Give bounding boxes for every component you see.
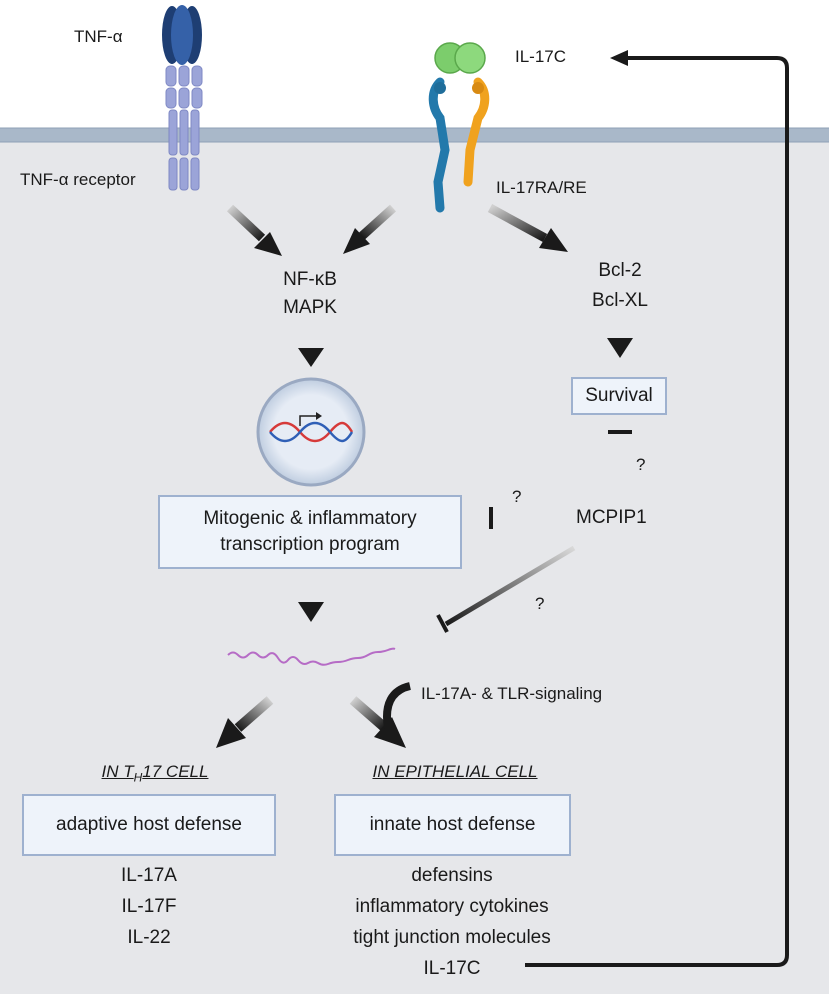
list-item: IL-17C: [423, 958, 481, 979]
bclxl-text: Bcl-XL: [592, 290, 648, 311]
arrow-mrna-to-epithelial: [349, 696, 406, 748]
mapk-text: MAPK: [283, 297, 337, 318]
epithelial-products-list: defensins inflammatory cytokines tight j…: [312, 860, 592, 984]
arrow-mrna-to-th17: [216, 696, 274, 748]
nucleus-icon: [256, 377, 366, 487]
cell-membrane: [0, 128, 829, 142]
tnf-receptor-label: TNF-α receptor: [20, 170, 136, 189]
arrow-il17a-tlr-signaling: [383, 682, 412, 729]
arrow-nfkb-to-nucleus: [298, 325, 324, 367]
th17-products-list: IL-17A IL-17F IL-22: [74, 860, 224, 953]
list-item: IL-17F: [121, 896, 177, 917]
list-item: tight junction molecules: [353, 927, 551, 948]
transcription-program-box: Mitogenic & inflammatory transcription p…: [158, 495, 462, 569]
arrow-transcription-to-mrna: [298, 580, 324, 622]
epithelial-cell-header: IN EPITHELIAL CELL: [372, 762, 538, 781]
tnf-alpha-ligand-icon: [162, 5, 202, 65]
question-survival: ?: [636, 455, 646, 474]
list-item: defensins: [411, 865, 493, 886]
adaptive-host-defense-box: adaptive host defense: [22, 794, 276, 856]
inhibition-mcpip1-to-survival: [608, 430, 632, 482]
mcpip1-label: MCPIP1: [576, 507, 647, 528]
mrna-icon: [227, 647, 396, 666]
transcription-line2: transcription program: [220, 534, 400, 555]
il17c-ligand-icon: [434, 42, 486, 74]
il17c-feedback-loop: [525, 50, 789, 967]
il17ra-re-label: IL-17RA/RE: [496, 178, 587, 197]
innate-host-defense-box: innate host defense: [334, 794, 571, 856]
inhibition-mcpip1-to-transcription: [489, 507, 560, 529]
tnf-receptor-icon: [165, 65, 203, 191]
il17ra-re-receptor-icon: [428, 77, 490, 213]
arrow-tnf-to-nfkb: [226, 204, 282, 256]
bcl2-text: Bcl-2: [598, 260, 642, 281]
bcl-label: Bcl-2 Bcl-XL: [570, 256, 670, 316]
nfkb-mapk-label: NF-κB MAPK: [260, 266, 360, 322]
th17-prefix: IN T: [101, 762, 134, 781]
list-item: IL-22: [127, 927, 171, 948]
il17c-top-label: IL-17C: [515, 47, 567, 66]
arrow-bcl-to-survival: [607, 316, 633, 358]
nfkb-text: NF-κB: [283, 269, 337, 290]
question-transcription: ?: [512, 487, 522, 506]
list-item: inflammatory cytokines: [355, 896, 549, 917]
tnf-alpha-label: TNF-α: [74, 27, 123, 46]
arrow-il17r-to-bcl: [487, 204, 568, 252]
arrow-il17r-to-nfkb: [343, 204, 397, 254]
survival-box: Survival: [571, 377, 667, 415]
th17-subscript: H: [133, 770, 143, 785]
list-item: IL-17A: [121, 865, 177, 886]
inhibition-mcpip1-to-mrna: [436, 545, 576, 633]
th17-suffix: 17 CELL: [142, 762, 209, 781]
th17-cell-header: IN TH17 CELL: [70, 762, 240, 784]
il17a-tlr-signaling-label: IL-17A- & TLR-signaling: [421, 684, 603, 703]
transcription-line1: Mitogenic & inflammatory: [203, 508, 417, 529]
question-mrna: ?: [535, 594, 545, 613]
